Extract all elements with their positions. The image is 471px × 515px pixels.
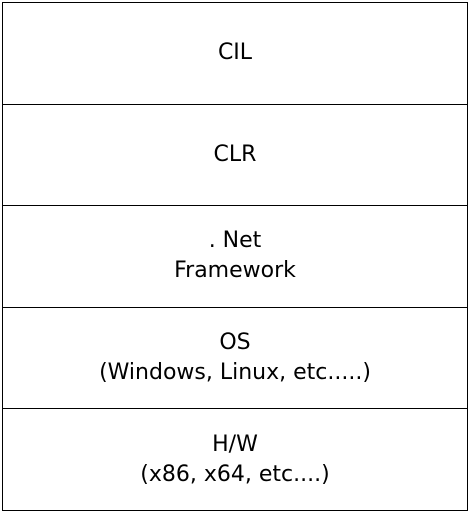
layer-hardware: H/W (x86, x64, etc....) [3,409,467,510]
layer-net-framework-label-line1: . Net [208,228,262,254]
layer-clr-label: CLR [213,141,257,167]
architecture-stack-diagram: CIL CLR . Net Framework OS (Windows, Lin… [2,2,468,511]
layer-os: OS (Windows, Linux, etc.....) [3,308,467,410]
layer-net-framework: . Net Framework [3,206,467,308]
layer-cil-label: CIL [217,40,253,66]
layer-cil: CIL [3,3,467,105]
layer-net-framework-label-line2: Framework [174,258,296,284]
layer-os-label: OS [219,330,251,356]
layer-clr: CLR [3,105,467,207]
layer-hardware-label: H/W [212,431,258,457]
layer-os-examples: (Windows, Linux, etc.....) [99,360,371,386]
layer-hardware-examples: (x86, x64, etc....) [140,461,330,487]
